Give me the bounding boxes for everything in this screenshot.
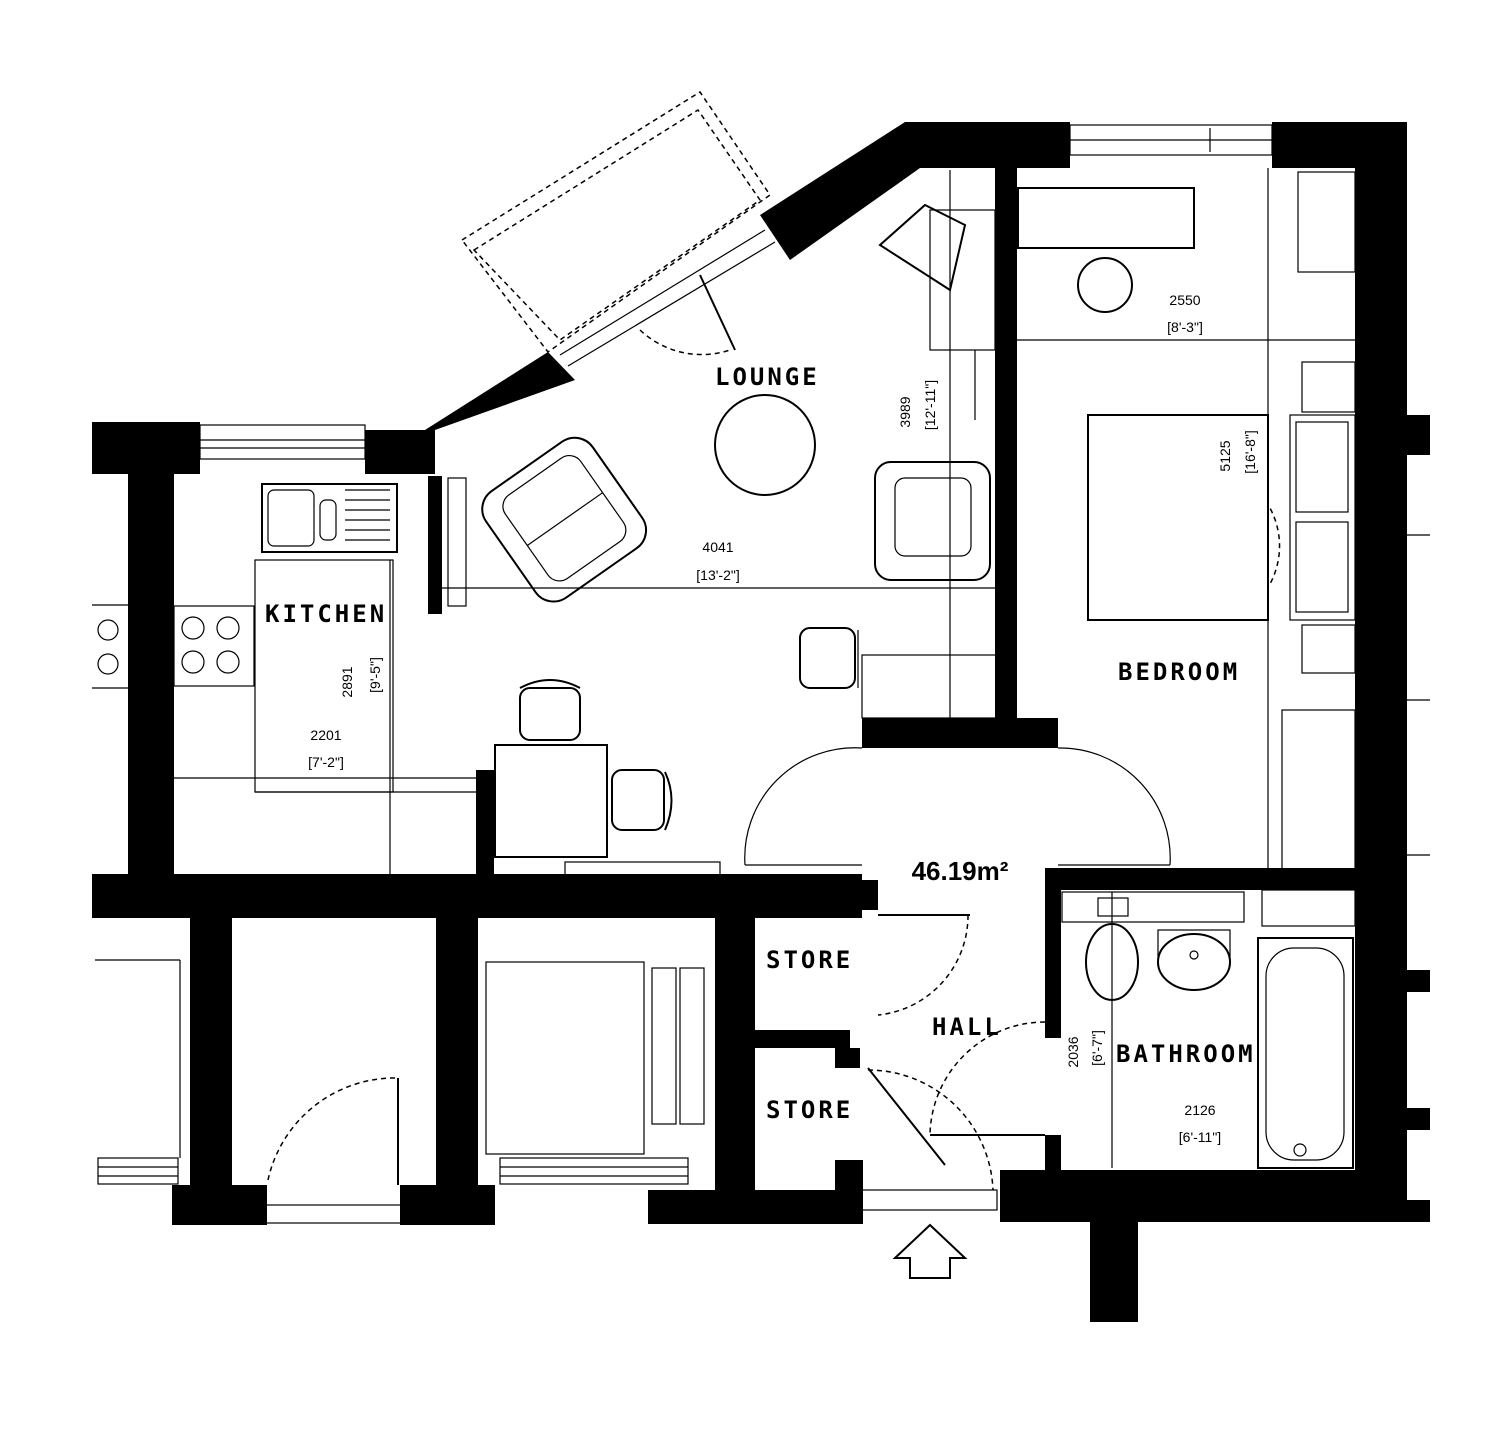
room-label-bedroom: BEDROOM	[1118, 658, 1240, 686]
furniture	[92, 168, 1356, 1185]
dim-lounge-depth-mm: 3989	[897, 396, 913, 427]
dim-lounge-width-mm: 4041	[702, 539, 733, 555]
dim-bedroom-width-ft: [8'-3"]	[1167, 319, 1203, 335]
room-label-kitchen: KITCHEN	[265, 600, 387, 628]
dim-bedroom-depth-ft: [16'-8"]	[1242, 430, 1258, 473]
dim-bathroom-depth-mm: 2036	[1065, 1036, 1081, 1067]
dim-lounge-width-ft: [13'-2"]	[696, 567, 739, 583]
room-label-hall: HALL	[932, 1013, 1002, 1041]
doors	[261, 274, 1281, 1224]
dim-bathroom-width-ft: [6'-11"]	[1179, 1129, 1221, 1145]
dim-kitchen-width-ft: [7'-2"]	[308, 754, 344, 770]
walls	[92, 122, 1430, 1322]
room-label-lounge: LOUNGE	[715, 363, 820, 391]
entrance-arrow-icon	[892, 1223, 968, 1279]
dimension-lines	[389, 170, 1113, 1168]
dim-bedroom-width-mm: 2550	[1169, 292, 1200, 308]
dim-kitchen-width-mm: 2201	[310, 727, 341, 743]
dim-kitchen-depth-mm: 2891	[339, 666, 355, 697]
room-label-store-lower: STORE	[766, 1096, 853, 1124]
dim-lounge-depth-ft: [12'-11"]	[922, 380, 938, 430]
room-label-store-upper: STORE	[766, 946, 853, 974]
dim-bedroom-depth-mm: 5125	[1217, 440, 1233, 471]
dim-bathroom-width-mm: 2126	[1184, 1102, 1215, 1118]
total-area: 46.19m²	[912, 856, 1009, 886]
room-label-bathroom: BATHROOM	[1116, 1040, 1256, 1068]
dim-bathroom-depth-ft: [6'-7"]	[1089, 1030, 1105, 1066]
dim-kitchen-depth-ft: [9'-5"]	[367, 657, 383, 693]
windows	[199, 90, 1430, 856]
